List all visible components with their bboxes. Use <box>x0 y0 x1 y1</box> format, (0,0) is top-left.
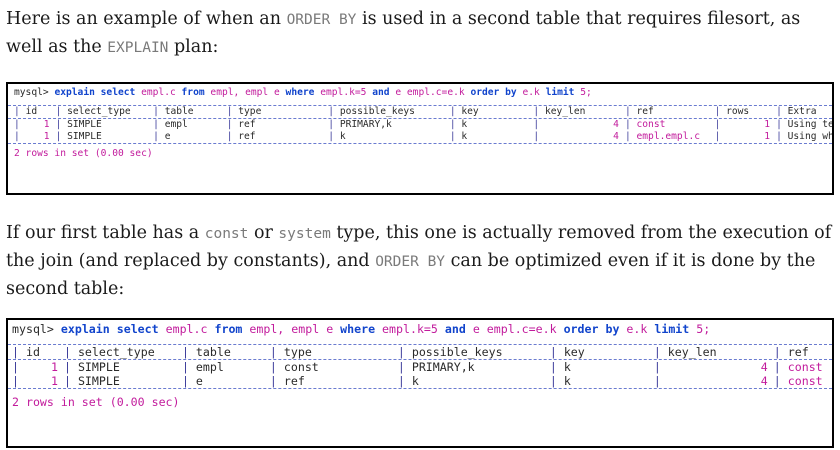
result-line: 2 rows in set (0.00 sec) <box>14 148 153 159</box>
column-header: type <box>283 345 312 359</box>
column-header: possible_keys <box>411 345 503 359</box>
sql-command: explain select empl.c from empl, empl e … <box>54 87 592 98</box>
column-header: key <box>461 106 479 117</box>
table-cell: k <box>563 374 571 388</box>
table-separator <box>8 359 832 360</box>
table-cell: k <box>411 374 419 388</box>
table-cell: empl <box>195 360 224 374</box>
explain-output-const: mysql> explain select empl.c from empl, … <box>6 318 834 448</box>
table-cell: PRIMARY,k <box>411 360 475 374</box>
table-cell: e <box>164 131 171 142</box>
table-cell: k <box>563 360 571 374</box>
table-cell: empl.empl.c <box>636 131 701 142</box>
table-cell: k <box>461 119 468 130</box>
column-header: select_type <box>67 106 131 117</box>
table-cell: 4 <box>760 360 768 374</box>
table-cell: const <box>787 360 823 374</box>
explanation-paragraph: If our first table has a const or system… <box>6 223 832 299</box>
table-cell: const <box>787 374 823 388</box>
table-row: | 1| SIMPLE| e| ref| k| k| 4| const| 1| … <box>8 374 832 388</box>
table-header-row: | id| select_type| table| type| possible… <box>8 345 832 359</box>
table-cell: 4 <box>613 119 619 130</box>
table-separator <box>8 105 832 106</box>
column-header: select_type <box>77 345 155 359</box>
column-header: ref <box>787 345 809 359</box>
column-header: key <box>563 345 585 359</box>
table-cell: k <box>461 131 468 142</box>
table-row: | 1| SIMPLE| empl| const| PRIMARY,k| k| … <box>8 360 832 374</box>
sql-command: explain select empl.c from empl, empl e … <box>60 322 711 336</box>
table-cell: Using temporary; Using filesort <box>787 119 834 130</box>
column-header: rows <box>726 106 750 117</box>
column-header: table <box>164 106 194 117</box>
table-cell: 1 <box>764 119 771 130</box>
result-line: 2 rows in set (0.00 sec) <box>12 395 180 409</box>
table-cell: 1 <box>43 119 50 130</box>
column-header: Extra <box>787 106 817 117</box>
table-cell: 1 <box>43 131 50 142</box>
column-header: id <box>25 106 38 117</box>
column-header: table <box>195 345 231 359</box>
column-header: key_len <box>667 345 717 359</box>
table-cell: 1 <box>764 131 771 142</box>
table-separator <box>8 344 832 345</box>
column-header: ref <box>636 106 654 117</box>
table-separator <box>8 143 832 144</box>
table-cell: e <box>195 374 203 388</box>
table-cell: ref <box>238 119 256 130</box>
table-cell: 1 <box>50 360 58 374</box>
column-header: type <box>238 106 262 117</box>
table-cell: 4 <box>613 131 619 142</box>
table-cell: const <box>636 119 666 130</box>
table-cell: SIMPLE <box>67 119 102 130</box>
table-row: | 1| SIMPLE| e| ref| k| k| 4| empl.empl.… <box>8 131 832 143</box>
table-cell: SIMPLE <box>77 360 120 374</box>
table-cell: ref <box>238 131 256 142</box>
column-header: id <box>25 345 40 359</box>
explain-output-filesort: mysql> explain select empl.c from empl, … <box>6 82 834 195</box>
table-cell: 4 <box>760 374 768 388</box>
table-cell: empl <box>164 119 188 130</box>
table-separator <box>8 388 832 389</box>
table-row: | 1| SIMPLE| empl| ref| PRIMARY,k| k| 4|… <box>8 119 832 131</box>
column-header: key_len <box>544 106 586 117</box>
table-cell: k <box>339 131 346 142</box>
table-cell: 1 <box>50 374 58 388</box>
table-header-row: | id| select_type| table| type| possible… <box>8 106 832 118</box>
column-header: possible_keys <box>339 106 415 117</box>
intro-paragraph: Here is an example of when an ORDER BY i… <box>6 9 801 57</box>
table-cell: const <box>283 360 319 374</box>
command-line: mysql> explain select empl.c from empl, … <box>12 322 711 336</box>
table-separator <box>8 118 832 119</box>
table-cell: SIMPLE <box>67 131 102 142</box>
table-cell: Using where; Using index <box>787 131 834 142</box>
table-cell: PRIMARY,k <box>339 119 392 130</box>
table-cell: SIMPLE <box>77 374 120 388</box>
table-cell: ref <box>283 374 305 388</box>
command-line: mysql> explain select empl.c from empl, … <box>14 87 592 98</box>
